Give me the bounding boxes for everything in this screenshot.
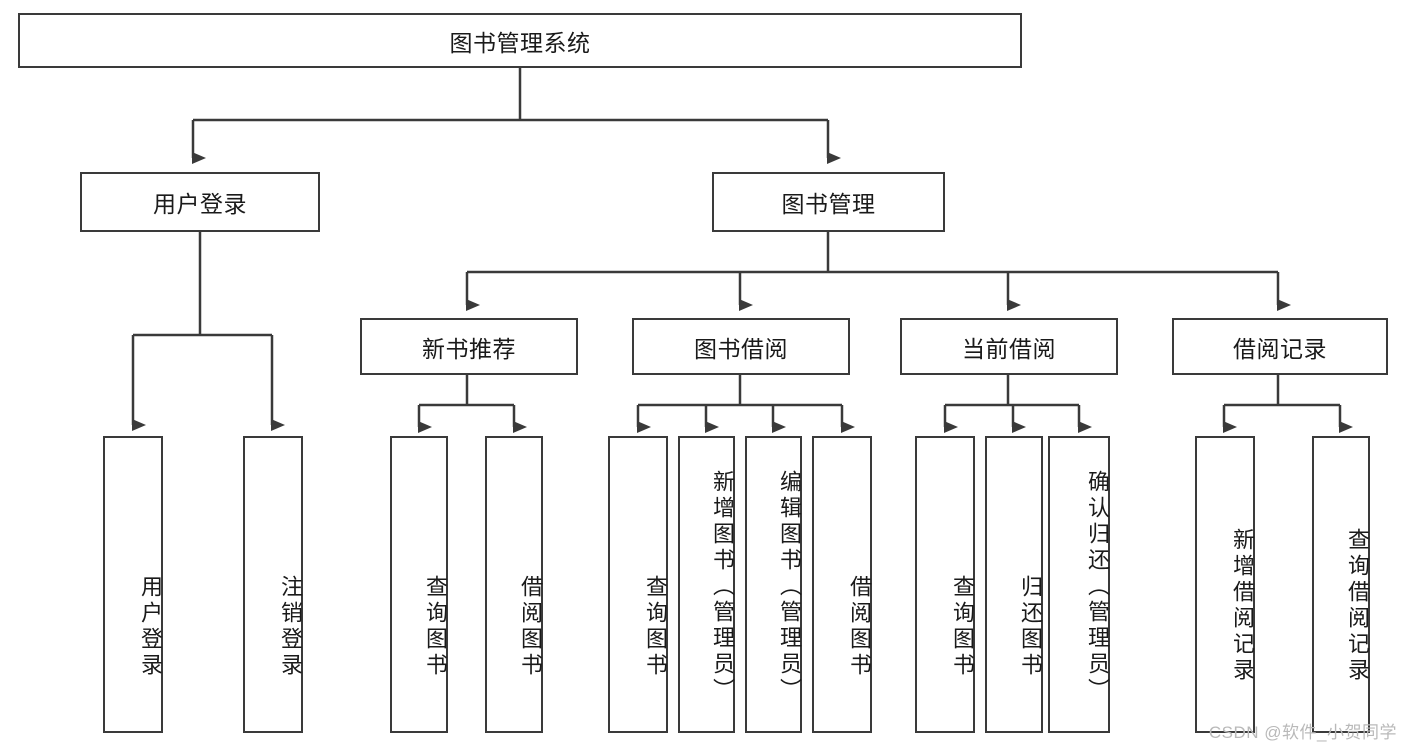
node-leaf-user-login[interactable]: 用户登录 <box>103 436 163 733</box>
node-leaf-query-book-1[interactable]: 查询图书 <box>390 436 448 733</box>
node-leaf-user-logout[interactable]: 注销登录 <box>243 436 303 733</box>
node-root[interactable]: 图书管理系统 <box>18 13 1022 68</box>
node-book-management[interactable]: 图书管理 <box>712 172 945 232</box>
node-leaf-edit-book-label: 编辑图书（管理员） <box>777 469 802 704</box>
node-book-management-label: 图书管理 <box>781 191 876 217</box>
node-current-borrow[interactable]: 当前借阅 <box>900 318 1118 375</box>
node-leaf-query-book-3-label: 查询图书 <box>950 574 975 679</box>
node-leaf-borrow-book-1-label: 借阅图书 <box>518 574 543 679</box>
node-leaf-add-record[interactable]: 新增借阅记录 <box>1195 436 1255 733</box>
node-leaf-confirm-return[interactable]: 确认归还（管理员） <box>1048 436 1110 733</box>
node-borrow-record[interactable]: 借阅记录 <box>1172 318 1388 375</box>
node-leaf-borrow-book-1[interactable]: 借阅图书 <box>485 436 543 733</box>
node-leaf-edit-book[interactable]: 编辑图书（管理员） <box>745 436 802 733</box>
node-book-borrow-label: 图书借阅 <box>694 335 788 362</box>
node-leaf-user-login-label: 用户登录 <box>138 574 163 679</box>
node-leaf-query-book-2-label: 查询图书 <box>643 574 668 679</box>
node-leaf-add-book[interactable]: 新增图书（管理员） <box>678 436 735 733</box>
node-leaf-query-record-label: 查询借阅记录 <box>1345 527 1370 684</box>
node-root-label: 图书管理系统 <box>449 29 591 56</box>
node-leaf-query-book-2[interactable]: 查询图书 <box>608 436 668 733</box>
node-leaf-return-book-label: 归还图书 <box>1018 574 1043 679</box>
node-new-book-recommend-label: 新书推荐 <box>422 335 516 362</box>
watermark-text: CSDN @软件_小贺同学 <box>1208 723 1397 742</box>
node-leaf-borrow-book-2[interactable]: 借阅图书 <box>812 436 872 733</box>
node-new-book-recommend[interactable]: 新书推荐 <box>360 318 578 375</box>
node-leaf-borrow-book-2-label: 借阅图书 <box>847 574 872 679</box>
node-user-login-label: 用户登录 <box>153 191 247 217</box>
node-leaf-query-book-3[interactable]: 查询图书 <box>915 436 975 733</box>
node-user-login[interactable]: 用户登录 <box>80 172 320 232</box>
node-leaf-user-logout-label: 注销登录 <box>278 574 303 679</box>
node-book-borrow[interactable]: 图书借阅 <box>632 318 850 375</box>
node-leaf-query-book-1-label: 查询图书 <box>423 574 448 679</box>
node-leaf-add-record-label: 新增借阅记录 <box>1230 527 1255 684</box>
node-leaf-add-book-label: 新增图书（管理员） <box>710 469 735 704</box>
node-leaf-return-book[interactable]: 归还图书 <box>985 436 1043 733</box>
node-current-borrow-label: 当前借阅 <box>962 335 1056 362</box>
node-leaf-query-record[interactable]: 查询借阅记录 <box>1312 436 1370 733</box>
node-borrow-record-label: 借阅记录 <box>1233 335 1327 362</box>
node-leaf-confirm-return-label: 确认归还（管理员） <box>1085 469 1110 704</box>
